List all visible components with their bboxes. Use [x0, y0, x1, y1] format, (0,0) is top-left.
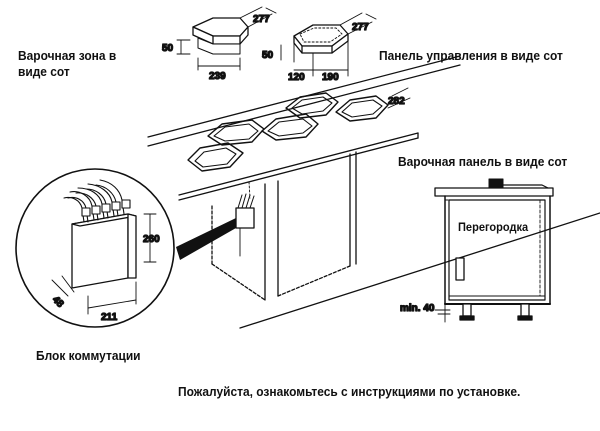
dim-min-gap: min. 40 [400, 303, 435, 314]
cabinet-section [434, 178, 554, 323]
dim-block-width: 211 [101, 312, 118, 323]
label-hob-zone-line1: Варочная зона в [18, 48, 117, 63]
label-control-panel: Панель управления в виде сот [379, 48, 563, 63]
dim-zone-depth: 239 [209, 71, 226, 82]
dim-panel-height: 50 [262, 50, 274, 61]
dim-panel-offset: 120 [288, 72, 305, 83]
dim-panel-width: 277 [352, 22, 369, 33]
label-instruction: Пожалуйста, ознакомьтесь с инструкциями … [178, 384, 521, 399]
label-switch-block: Блок коммутации [36, 348, 141, 363]
cabinet [211, 151, 600, 329]
dim-block-height: 260 [143, 234, 160, 245]
label-hob-zone-line2: виде сот [18, 64, 70, 79]
switch-box-small [235, 181, 255, 229]
dim-zone-width: 277 [253, 14, 270, 25]
honeycomb-cutouts [187, 92, 389, 172]
control-panel-module [280, 12, 377, 77]
label-hob-panel: Варочная панель в виде сот [398, 154, 568, 169]
dim-zone-height: 50 [162, 43, 174, 54]
switch-block-detail [15, 168, 175, 328]
zoom-pointer [176, 218, 236, 260]
dim-panel-depth: 190 [322, 72, 339, 83]
label-partition: Перегородка [458, 220, 529, 234]
hob-zone-module [176, 6, 277, 71]
dim-worktop-depth: 282 [388, 96, 405, 107]
